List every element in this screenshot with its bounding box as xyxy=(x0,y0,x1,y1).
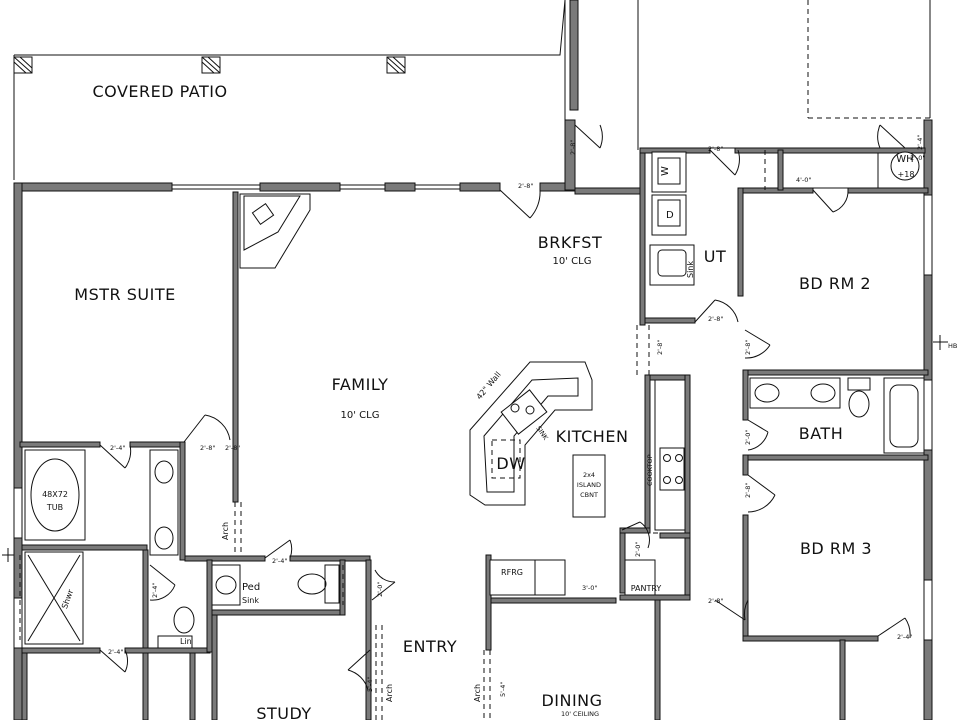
dining-ceiling-label: 10' CEILING xyxy=(561,710,599,718)
dim-label: 2'-4" xyxy=(272,557,287,565)
exterior-walls xyxy=(13,119,933,720)
tub-size-label: 48X72 xyxy=(42,490,68,499)
doors xyxy=(99,124,911,691)
refrigerator-label: RFRG xyxy=(501,568,523,577)
cooktop-label: COOKTOP xyxy=(646,454,654,486)
dim-label: 2'-0" xyxy=(910,154,925,162)
entry-label: ENTRY xyxy=(403,637,457,656)
washer-label: W xyxy=(660,166,671,176)
arch-label: Arch xyxy=(385,684,394,702)
utility-fixtures xyxy=(649,151,920,286)
family-label: FAMILY xyxy=(332,375,389,394)
arch-label: Arch xyxy=(473,684,482,702)
covered-patio-area xyxy=(13,0,566,180)
island-size-label: 2x4 xyxy=(583,471,595,479)
water-heater-elev-label: +18 xyxy=(898,170,915,179)
dim-label: 2'-0" xyxy=(376,582,384,597)
dining-label: DINING xyxy=(541,691,602,710)
dim-label: 5'-4" xyxy=(366,677,374,692)
dim-label: 2'-8" xyxy=(744,483,752,498)
bedroom-2-label: BD RM 2 xyxy=(799,274,871,293)
tub-label: TUB xyxy=(46,503,63,512)
utility-sink xyxy=(649,244,695,286)
master-suite-label: MSTR SUITE xyxy=(74,285,175,304)
bedroom-3-label: BD RM 3 xyxy=(800,539,872,558)
dim-label: 2'-0" xyxy=(744,430,752,445)
hose-bib-marker xyxy=(2,335,948,562)
refrigerator xyxy=(489,559,536,596)
dim-label: 3'-0" xyxy=(582,584,597,592)
linen-label: Lin xyxy=(180,637,192,646)
dim-label: 2'-4" xyxy=(151,583,159,598)
family-ceiling-label: 10' CLG xyxy=(341,410,380,421)
arch-label: Arch xyxy=(221,522,230,540)
dim-label: 2'-4" xyxy=(108,648,123,656)
utility-sink-label: Sink xyxy=(686,261,695,278)
island-cabinet-label: CBNT xyxy=(580,491,598,499)
dim-label: 2'-8" xyxy=(744,340,752,355)
dim-label: 2'-8" xyxy=(225,444,240,452)
bath-label: BATH xyxy=(799,424,843,443)
kitchen-sink-label: SINK xyxy=(534,425,550,443)
dim-label: 2'-8" xyxy=(518,182,533,190)
study-label: STUDY xyxy=(256,704,311,720)
wall-42-label: 42" Wall xyxy=(475,370,503,401)
utility-label: UT xyxy=(704,247,726,266)
pantry-label: PANTRY xyxy=(631,584,662,593)
dim-label: 2'-8" xyxy=(708,597,723,605)
ped-label: Ped xyxy=(242,582,260,593)
dim-label: 2'-8" xyxy=(569,140,577,155)
dishwasher-label: DW xyxy=(496,454,525,473)
breakfast-ceiling-label: 10' CLG xyxy=(553,256,592,267)
dashed-openings xyxy=(19,150,766,720)
bath-fixtures xyxy=(749,377,925,454)
breakfast-label: BRKFST xyxy=(538,233,602,252)
water-heater-label: WH xyxy=(896,154,913,165)
dim-label: 2'-4" xyxy=(916,135,924,150)
master-tub xyxy=(24,449,86,541)
dim-label: 2'-8" xyxy=(656,340,664,355)
dim-label: 2'-4" xyxy=(897,633,912,641)
covered-patio-label: COVERED PATIO xyxy=(92,82,227,101)
dim-label: 2'-0" xyxy=(634,542,642,557)
dim-label: 2'-8" xyxy=(200,444,215,452)
island-label: ISLAND xyxy=(577,481,601,489)
hose-bib-label: HB xyxy=(948,342,957,350)
kitchen-island xyxy=(469,361,606,518)
dim-label: 2'-8" xyxy=(708,145,723,153)
ped-sink-label: Sink xyxy=(242,596,259,605)
dim-label: 2'-4" xyxy=(110,444,125,452)
kitchen-counters xyxy=(489,379,686,596)
kitchen-label: KITCHEN xyxy=(556,427,629,446)
master-bath-fixtures xyxy=(24,449,340,649)
dim-label: 4'-0" xyxy=(796,176,811,184)
interior-walls xyxy=(19,147,929,720)
water-heater xyxy=(890,151,920,181)
dim-label: 2'-8" xyxy=(708,315,723,323)
dryer-label: D xyxy=(666,210,674,221)
dim-label: 5'-4" xyxy=(499,682,507,697)
garage-outline xyxy=(569,0,931,150)
